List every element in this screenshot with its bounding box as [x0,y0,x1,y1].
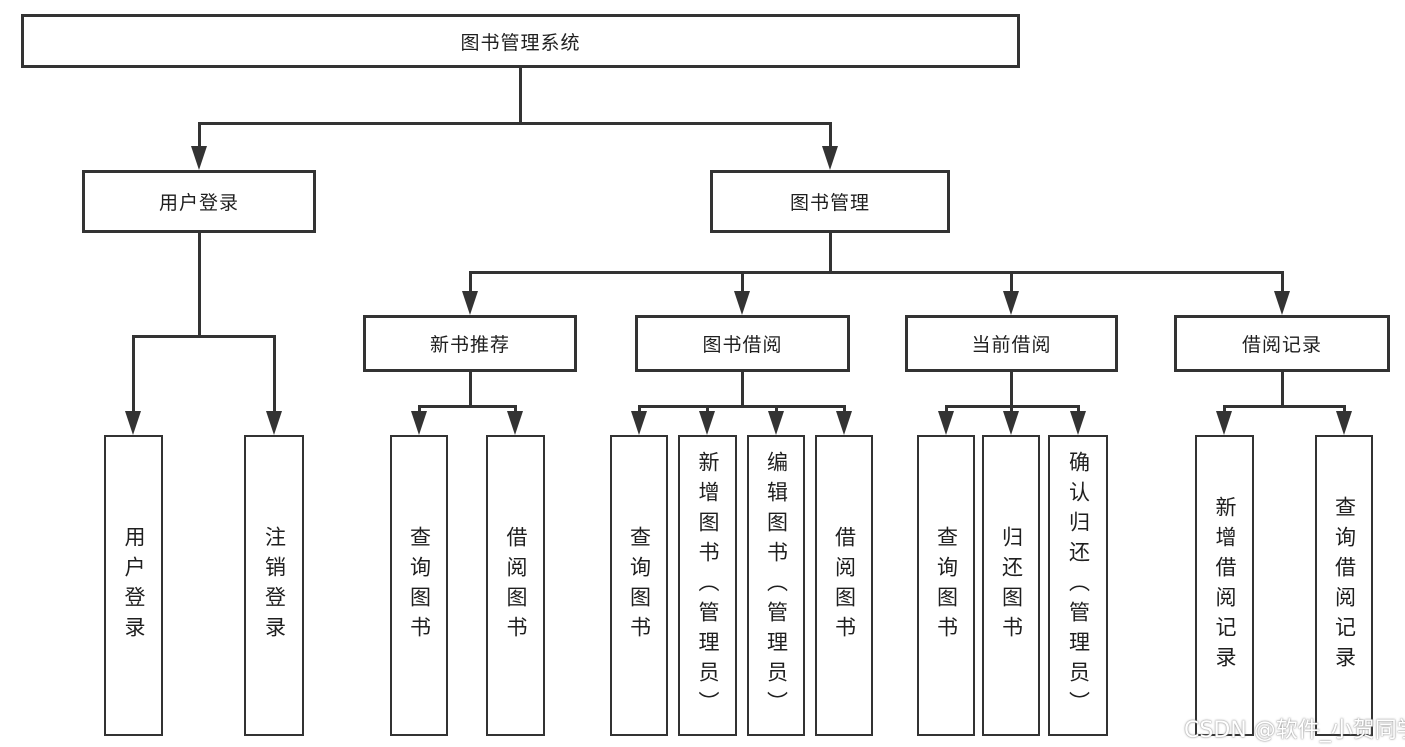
arrow-down-icon [462,291,478,315]
node-add-borrow-record: 新增借阅记录 [1195,435,1254,736]
node-current-borrowing: 当前借阅 [905,315,1118,372]
connector-line [418,405,421,413]
node-confirm-return-admin: 确认归还（管理员） [1048,435,1108,736]
connector-line [198,122,831,125]
connector-line [1223,405,1226,413]
connector-line [775,405,778,413]
node-borrowing-records: 借阅记录 [1174,315,1390,372]
connector-line [1010,405,1013,413]
connector-line [132,335,135,411]
node-label: 借阅记录 [1241,334,1322,356]
node-label: 注销登录 [262,525,287,646]
connector-line [132,335,276,338]
arrow-down-icon [734,291,750,315]
node-label: 查询借阅记录 [1332,495,1357,676]
arrow-down-icon [507,411,523,435]
connector-line [519,66,522,124]
node-label: 查询图书 [627,525,652,646]
connector-line [1281,370,1284,407]
arrow-down-icon [768,411,784,435]
node-borrow-books: 借阅图书 [815,435,873,736]
node-label: 借阅图书 [832,525,857,646]
arrow-down-icon [1070,411,1086,435]
node-new-book-recommend: 新书推荐 [363,315,577,372]
node-label: 归还图书 [999,525,1024,646]
node-label: 新增图书（管理员） [696,450,720,721]
node-edit-book-admin: 编辑图书（管理员） [747,435,805,736]
connector-line [418,405,517,408]
node-label: 编辑图书（管理员） [764,450,789,721]
arrow-down-icon [191,146,207,170]
node-user-login: 用户登录 [104,435,163,736]
connector-line [945,405,948,413]
connector-line [843,405,846,413]
node-book-management: 图书管理 [710,170,950,233]
node-label: 当前借阅 [971,334,1052,356]
connector-line [1281,271,1284,291]
connector-line [638,405,846,408]
node-label: 确认归还（管理员） [1066,450,1091,721]
connector-line [829,231,832,273]
node-query-borrow-record: 查询借阅记录 [1315,435,1373,736]
connector-line [741,271,744,291]
node-label: 图书管理系统 [460,31,581,54]
node-library-system: 图书管理系统 [21,14,1020,68]
arrow-down-icon [411,411,427,435]
arrow-down-icon [266,411,282,435]
connector-line [638,405,641,413]
node-label: 新书推荐 [429,334,510,356]
connector-line [469,271,472,291]
arrow-down-icon [699,411,715,435]
node-borrow-books-recommend: 借阅图书 [486,435,545,736]
connector-line [469,271,1283,274]
connector-line [1077,405,1080,413]
node-logout: 注销登录 [244,435,304,736]
connector-line [1343,405,1346,413]
connector-line [198,122,201,148]
connector-line [198,231,201,337]
node-label: 新增借阅记录 [1213,495,1237,676]
connector-line [829,122,832,148]
arrow-down-icon [1003,411,1019,435]
arrow-down-icon [822,146,838,170]
node-label: 图书借阅 [702,334,783,356]
connector-line [469,370,472,407]
connector-line [514,405,517,413]
node-label: 查询图书 [934,525,959,646]
node-user-login-branch: 用户登录 [82,170,316,233]
node-query-books-recommend: 查询图书 [390,435,448,736]
node-label: 图书管理 [789,192,870,214]
node-label: 借阅图书 [504,525,528,646]
arrow-down-icon [1003,291,1019,315]
arrow-down-icon [631,411,647,435]
arrow-down-icon [836,411,852,435]
node-return-books: 归还图书 [982,435,1040,736]
csdn-watermark: CSDN @软件_小贺同学 [1184,718,1405,743]
arrow-down-icon [1336,411,1352,435]
connector-line [741,370,744,407]
arrow-down-icon [125,411,141,435]
connector-line [1223,405,1346,408]
node-label: 用户登录 [158,192,239,214]
node-book-borrowing: 图书借阅 [635,315,850,372]
node-label: 用户登录 [122,525,146,646]
connector-line [1010,370,1013,407]
node-query-books-current: 查询图书 [917,435,975,736]
arrow-down-icon [938,411,954,435]
connector-line [706,405,709,413]
arrow-down-icon [1274,291,1290,315]
arrow-down-icon [1216,411,1232,435]
connector-line [273,335,276,411]
node-label: 查询图书 [407,525,432,646]
connector-line [1010,271,1013,291]
node-add-book-admin: 新增图书（管理员） [678,435,737,736]
node-query-books-borrow: 查询图书 [610,435,668,736]
